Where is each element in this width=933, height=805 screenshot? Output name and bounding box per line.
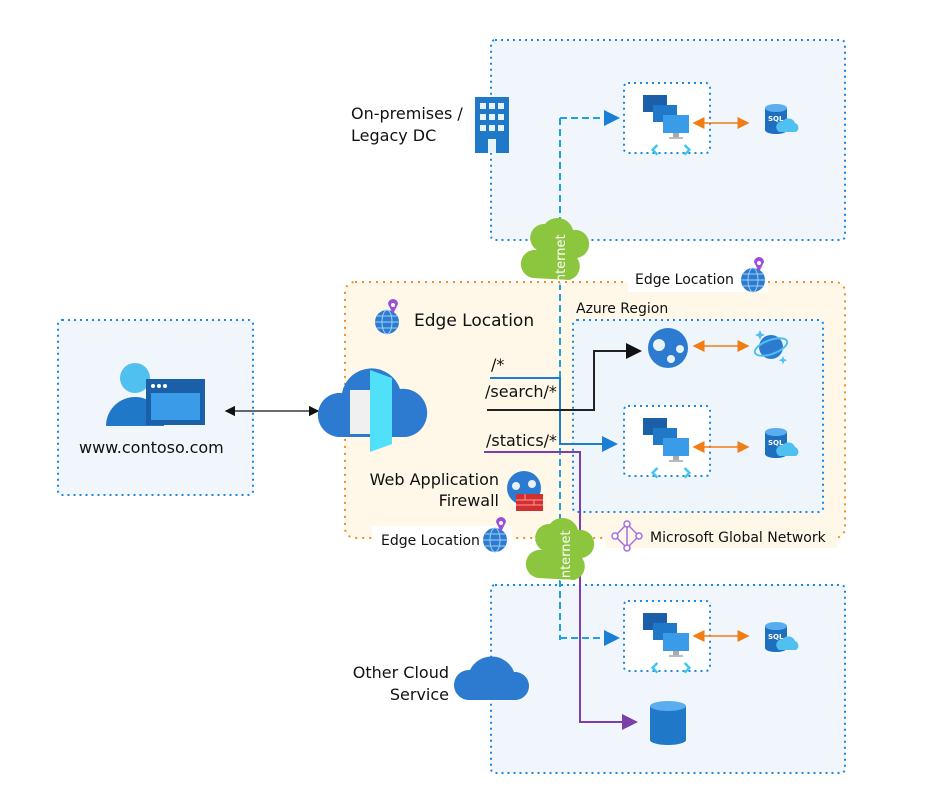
cloud-icon	[453, 656, 530, 700]
azure-region-label: Azure Region	[576, 301, 668, 317]
onprem-label-line1: On-premises /	[351, 104, 463, 123]
route-root-label: /*	[491, 355, 504, 374]
route-statics-label: /statics/*	[486, 431, 557, 450]
storage-icon	[650, 701, 686, 745]
internet-label-top: Internet	[554, 234, 569, 286]
app-service-icon	[648, 328, 688, 368]
sql-label: SQL	[768, 439, 784, 447]
sql-database-icon: SQL	[765, 622, 799, 652]
building-icon	[475, 97, 509, 153]
waf-label-line2: Firewall	[439, 491, 499, 510]
sql-label: SQL	[768, 115, 784, 123]
globe-pin-icon	[740, 256, 766, 293]
other-cloud-label-line2: Service	[390, 685, 449, 704]
edge-location-bottom-label: Edge Location	[381, 533, 480, 549]
user-browser-icon	[106, 363, 205, 426]
edge-location-top-label: Edge Location	[635, 272, 734, 288]
edge-location-label: Edge Location	[414, 311, 534, 331]
other-cloud-label-line1: Other Cloud	[353, 663, 449, 682]
internet-label-bottom: Internet	[559, 530, 574, 582]
cosmos-db-icon	[753, 330, 789, 365]
client-label: www.contoso.com	[79, 438, 224, 457]
waf-label-line1: Web Application	[370, 470, 499, 489]
internet-cloud-bottom: Internet	[525, 517, 595, 582]
route-search-label: /search/*	[485, 382, 557, 401]
global-network-label: Microsoft Global Network	[650, 530, 827, 546]
sql-label: SQL	[768, 633, 784, 641]
front-door-icon	[317, 368, 428, 452]
waf-icon	[507, 471, 543, 511]
internet-cloud-top: Internet	[520, 217, 590, 286]
sql-database-icon: SQL	[765, 428, 799, 458]
sql-database-icon: SQL	[765, 104, 799, 134]
onprem-label-line2: Legacy DC	[351, 126, 436, 145]
global-network-icon	[611, 520, 643, 552]
